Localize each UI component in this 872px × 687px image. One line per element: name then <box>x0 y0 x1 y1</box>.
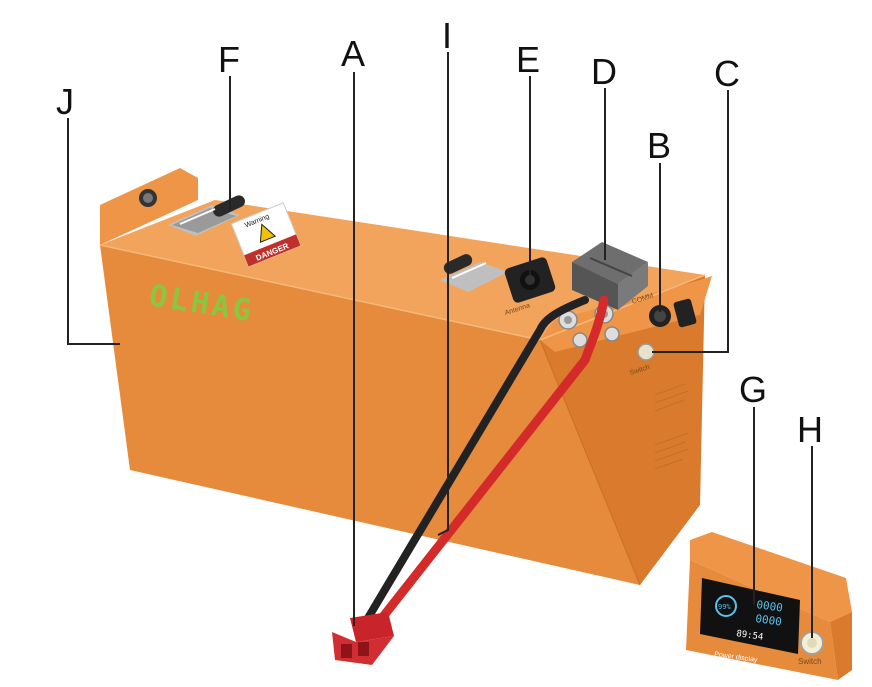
antenna-port: Antenna <box>504 257 556 317</box>
red-cable <box>377 295 609 623</box>
callout-f: F <box>218 39 240 80</box>
display-switch-text: Switch <box>798 657 822 666</box>
danger-warning-label: DANGER Warning <box>230 202 302 268</box>
cables <box>364 295 609 623</box>
callout-b: B <box>647 125 671 166</box>
callout-h: H <box>797 409 823 450</box>
callout-d: D <box>591 51 617 92</box>
leader-lines <box>67 52 813 638</box>
callout-g: G <box>739 369 767 410</box>
display-line2: 0000 <box>755 612 783 629</box>
callout-i: I <box>442 15 452 56</box>
callout-j: J <box>56 81 74 122</box>
callout-e: E <box>516 39 540 80</box>
display-percent: 99% <box>718 603 731 611</box>
display-line1: 0000 <box>756 598 784 615</box>
black-cable <box>364 296 589 622</box>
callout-a: A <box>341 33 365 74</box>
callout-c: C <box>714 53 740 94</box>
display-time: 89:54 <box>736 629 764 643</box>
anderson-plug <box>332 612 394 665</box>
carry-handle-right <box>440 254 508 292</box>
battery-front-face <box>100 245 640 585</box>
end-face-label-lines <box>654 383 689 470</box>
power-display-module: 99% 0000 0000 89:54 Power display Switch <box>686 532 852 680</box>
communication-port: COMM <box>631 292 697 328</box>
